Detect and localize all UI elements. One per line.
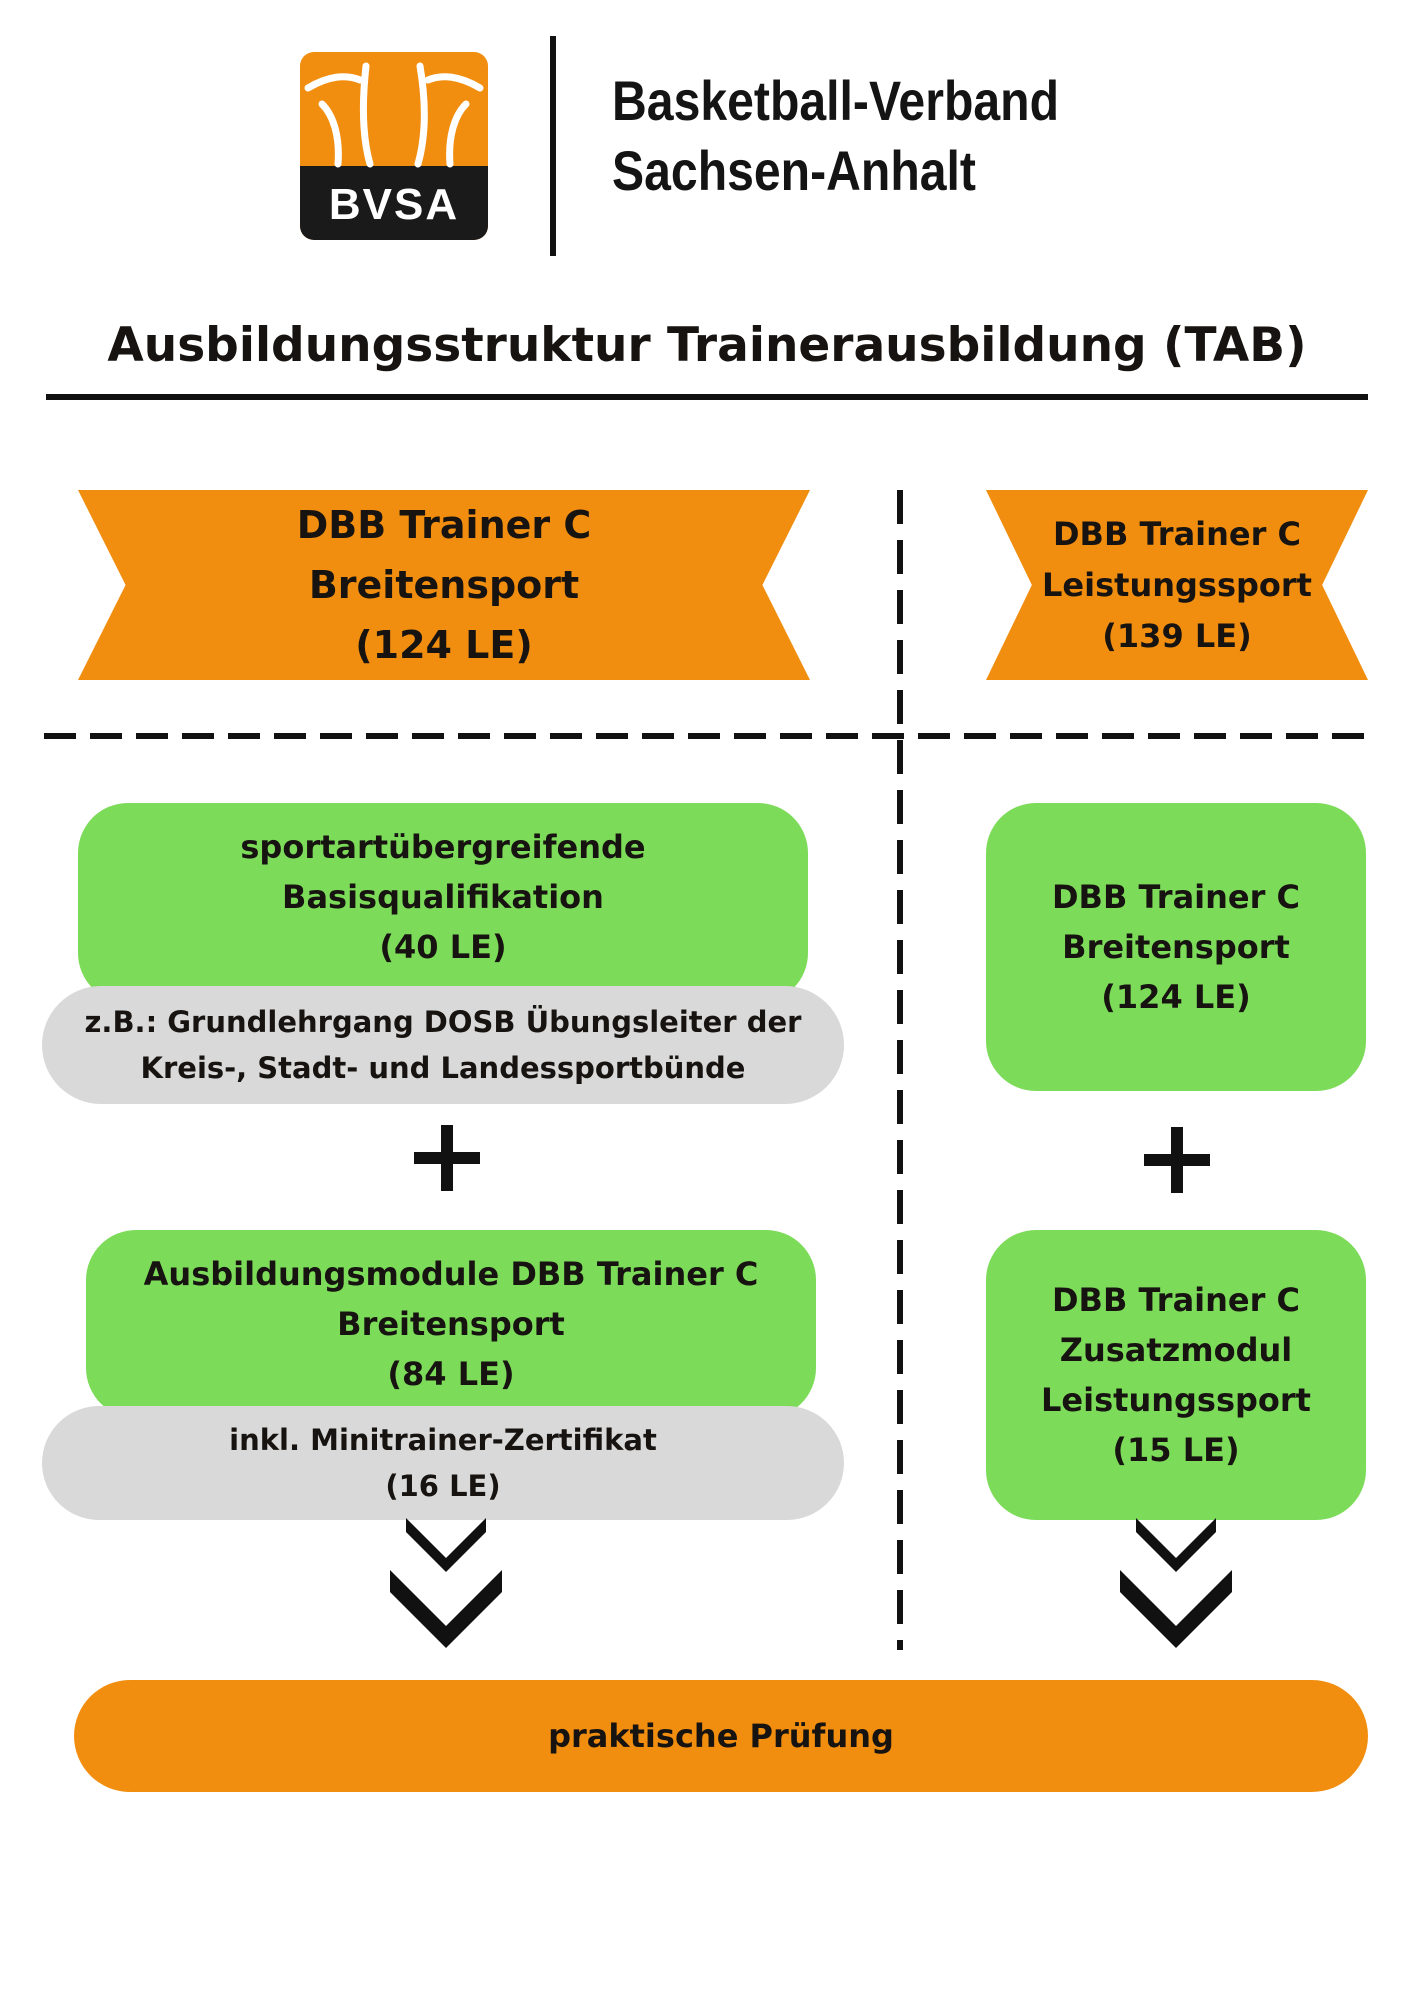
banner-line: DBB Trainer C xyxy=(1052,514,1302,553)
bvsa-logo: BVSA xyxy=(300,52,488,240)
box-trainer-c-breitensport: DBB Trainer C Breitensport (124 LE) xyxy=(986,803,1366,1091)
org-name-line2: Sachsen-Anhalt xyxy=(612,139,976,202)
vertical-dashed-divider xyxy=(897,490,903,1650)
box-line: (124 LE) xyxy=(1101,978,1251,1016)
banner-line: (139 LE) xyxy=(1102,616,1252,655)
plus-icon xyxy=(1144,1127,1210,1193)
box-line: Zusatzmodul xyxy=(1059,1331,1293,1369)
banner-leistungssport: DBB Trainer C Leistungssport (139 LE) xyxy=(986,490,1368,680)
note-minitrainer: inkl. Minitrainer-Zertifikat (16 LE) xyxy=(42,1406,844,1520)
header-divider xyxy=(550,36,556,256)
box-zusatzmodul-leistungssport: DBB Trainer C Zusatzmodul Leistungssport… xyxy=(986,1230,1366,1520)
box-line: (40 LE) xyxy=(379,928,507,966)
note-line: inkl. Minitrainer-Zertifikat xyxy=(229,1423,657,1457)
exam-label: praktische Prüfung xyxy=(548,1717,894,1755)
plus-icon xyxy=(414,1125,480,1191)
box-line: Basisqualifikation xyxy=(282,878,604,916)
box-ausbildungsmodule: Ausbildungsmodule DBB Trainer C Breitens… xyxy=(86,1230,816,1418)
note-grundlehrgang: z.B.: Grundlehrgang DOSB Übungsleiter de… xyxy=(42,986,844,1104)
banner-line: (124 LE) xyxy=(355,623,533,667)
box-line: DBB Trainer C xyxy=(1051,1281,1301,1319)
box-line: Breitensport xyxy=(1062,928,1290,966)
box-line: DBB Trainer C xyxy=(1051,878,1301,916)
horizontal-dashed-divider xyxy=(44,733,1370,739)
note-line: (16 LE) xyxy=(385,1469,501,1503)
banner-line: Breitensport xyxy=(308,563,580,607)
box-line: sportartübergreifende xyxy=(240,828,646,866)
org-name: Basketball-Verband Sachsen-Anhalt xyxy=(612,66,1059,206)
double-chevron-down-icon xyxy=(1120,1518,1232,1648)
double-chevron-down-icon xyxy=(390,1518,502,1648)
note-line: Kreis-, Stadt- und Landessportbünde xyxy=(140,1051,746,1085)
logo-text: BVSA xyxy=(329,180,459,229)
box-line: (15 LE) xyxy=(1112,1431,1240,1469)
box-line: Ausbildungsmodule DBB Trainer C xyxy=(143,1255,759,1293)
box-line: Breitensport xyxy=(337,1305,565,1343)
org-name-line1: Basketball-Verband xyxy=(612,69,1059,132)
page-title: Ausbildungsstruktur Trainerausbildung (T… xyxy=(107,318,1307,373)
box-basisqualifikation: sportartübergreifende Basisqualifikation… xyxy=(78,803,808,1003)
banner-line: Leistungssport xyxy=(1042,565,1312,604)
box-line: Leistungssport xyxy=(1041,1381,1311,1419)
box-line: (84 LE) xyxy=(387,1355,515,1393)
title-underline xyxy=(46,394,1368,400)
box-praktische-pruefung: praktische Prüfung xyxy=(74,1680,1368,1792)
banner-line: DBB Trainer C xyxy=(296,503,592,547)
note-line: z.B.: Grundlehrgang DOSB Übungsleiter de… xyxy=(84,1005,802,1039)
banner-breitensport: DBB Trainer C Breitensport (124 LE) xyxy=(78,490,810,680)
